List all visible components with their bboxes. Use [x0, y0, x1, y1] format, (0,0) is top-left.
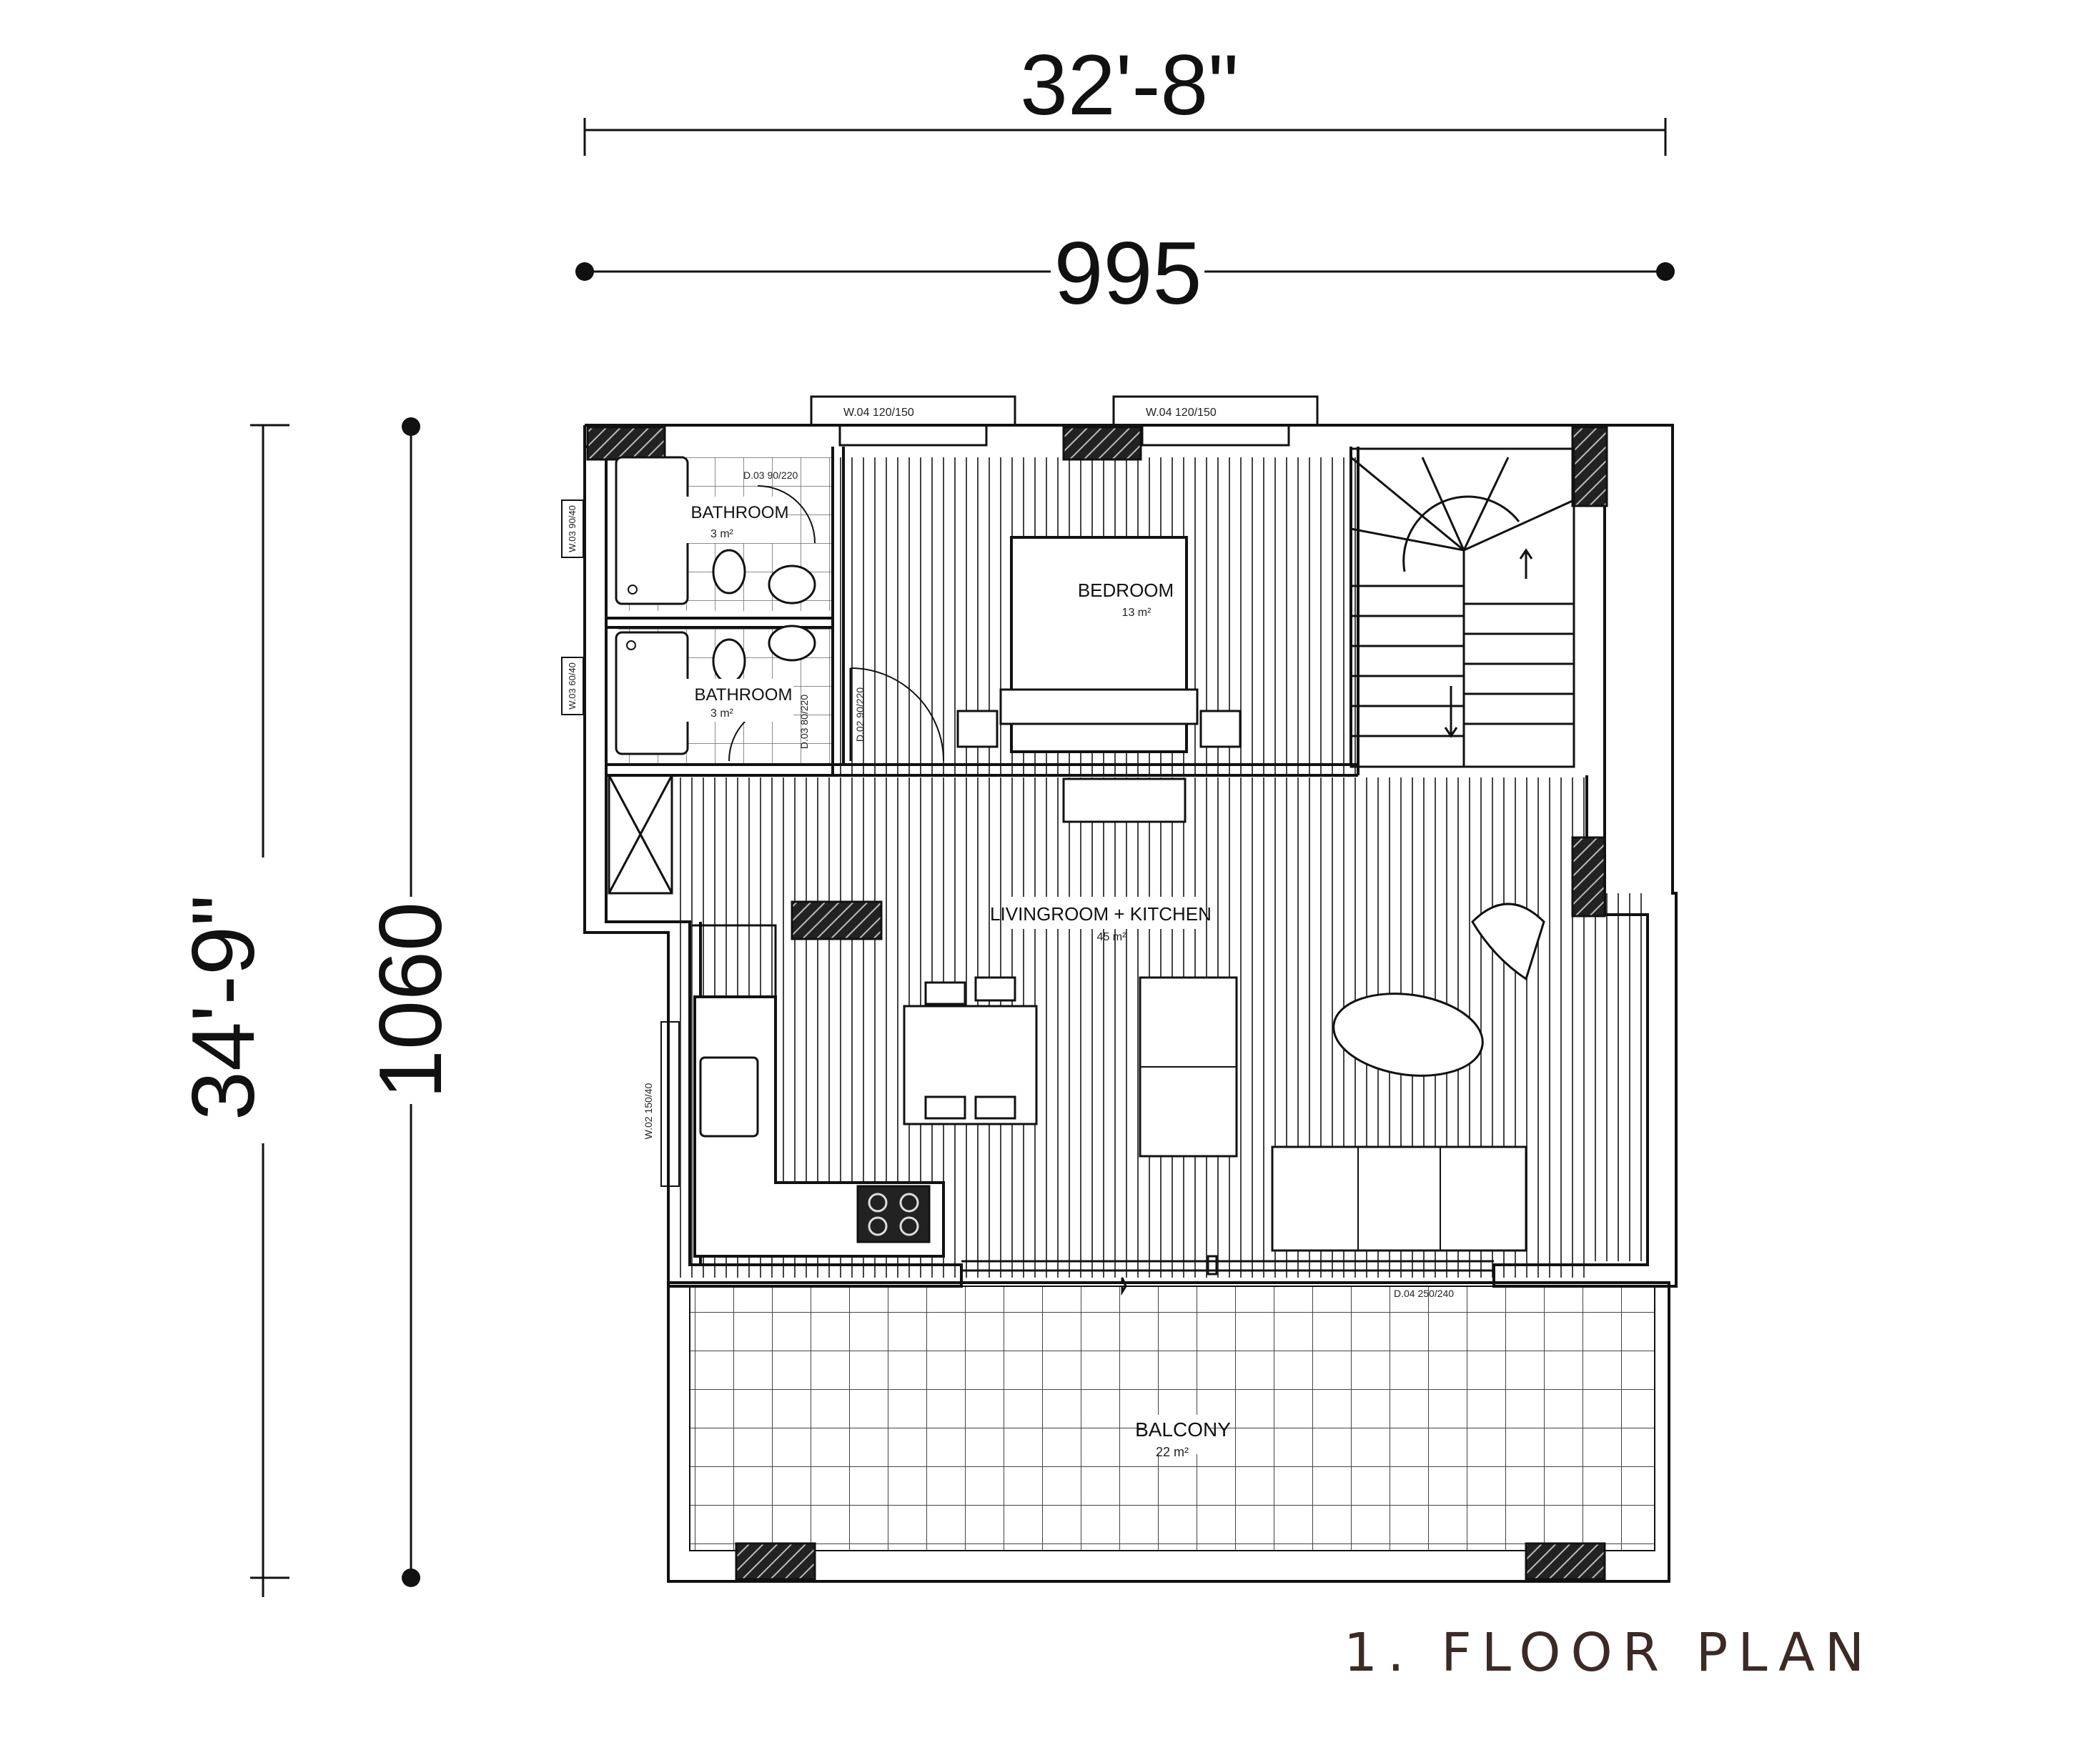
kitchen-window-tag: W.02 150/40 [643, 1083, 654, 1139]
bathroom-1-label: BATHROOM [691, 503, 789, 522]
left-dimension-imperial: 34'-9" [174, 424, 289, 1597]
bedroom-area: 13 m² [1122, 607, 1152, 619]
bath-door-1-tag: D.03 90/220 [743, 469, 798, 481]
kitchen: W.02 150/40 [643, 924, 945, 1258]
height-metric-label: 1060 [362, 902, 460, 1099]
plan-title: 1. FLOOR PLAN [1344, 1622, 1875, 1684]
bathroom-2-label: BATHROOM [695, 685, 793, 705]
bedroom: D.02 90/220 BEDROOM 13 m² [849, 536, 1242, 762]
bath-door-2-tag: D.03 80/220 [798, 695, 810, 749]
columns [586, 426, 1608, 940]
living-area: 45 m² [1097, 931, 1127, 943]
balcony-sliding-door: D.04 250/240 [961, 1255, 1494, 1299]
balcony-area: 22 m² [1156, 1445, 1189, 1459]
living-furniture: LIVINGROOM + KITCHEN 45 m² [903, 777, 1545, 1252]
bathroom-2-area: 3 m² [710, 707, 734, 720]
living-label: LIVINGROOM + KITCHEN [990, 903, 1212, 925]
width-metric-label: 995 [1054, 224, 1202, 323]
window-2-tag: W.04 120/150 [1146, 407, 1217, 419]
bath-window-1-tag: W.03 90/40 [567, 505, 578, 552]
width-imperial-label: 32'-8" [1020, 37, 1239, 133]
left-dimension-metric: 1060 [362, 417, 460, 1587]
window-1-tag: W.04 120/150 [843, 407, 914, 419]
balcony-label: BALCONY [1135, 1418, 1231, 1441]
bathroom-1-area: 3 m² [710, 528, 734, 540]
balcony: BALCONY 22 m² [667, 1281, 1670, 1583]
balcony-door-tag: D.04 250/240 [1394, 1288, 1454, 1299]
bed-door-tag: D.02 90/220 [854, 687, 866, 742]
bathroom-bottom: BATHROOM 3 m² D.03 80/220 W.03 60/40 [561, 625, 816, 762]
closet [608, 774, 673, 895]
bath-window-2-tag: W.03 60/40 [567, 662, 578, 710]
bedroom-label: BEDROOM [1078, 580, 1174, 601]
top-dimension-metric: 995 [575, 224, 1675, 323]
height-imperial-label: 34'-9" [174, 895, 273, 1120]
top-dimension-imperial: 32'-8" [583, 37, 1667, 156]
top-windows: W.04 120/150 W.04 120/150 [810, 395, 1319, 447]
bathroom-top: BATHROOM 3 m² D.03 90/220 W.03 90/40 [561, 456, 816, 605]
staircase [1349, 447, 1575, 768]
